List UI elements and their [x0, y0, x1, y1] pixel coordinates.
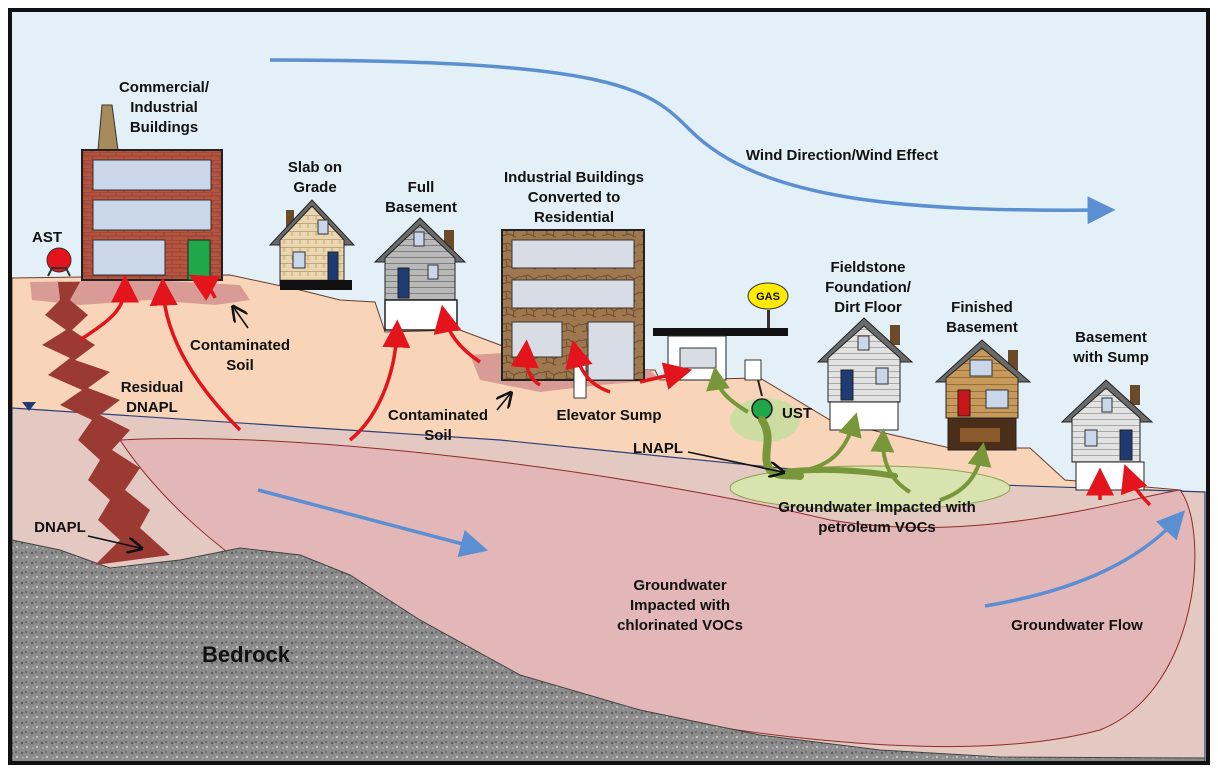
label-industrial-1: Industrial Buildings: [504, 169, 644, 186]
label-contaminated-soil-1a: Contaminated: [190, 337, 290, 354]
label-basement-sump-1: Basement: [1075, 329, 1147, 346]
bedrock: [11, 539, 1206, 764]
label-gw-petroleum-1: Groundwater Impacted with: [778, 499, 976, 516]
fieldstone-house: [816, 317, 914, 431]
label-fieldstone-3: Dirt Floor: [834, 299, 902, 316]
dnapl-column: [42, 282, 170, 565]
label-gw-chlorinated-1: Groundwater: [633, 577, 727, 594]
commercial-building: [81, 104, 223, 281]
label-elevator-sump: Elevator Sump: [556, 407, 661, 424]
label-contaminated-soil-2b: Soil: [424, 427, 452, 444]
label-slab-2: Grade: [293, 179, 336, 196]
water-table-marker: [22, 402, 36, 411]
label-residual-dnapl-1: Residual: [121, 379, 184, 396]
label-slab-1: Slab on: [288, 159, 342, 176]
label-fieldstone-2: Foundation/: [825, 279, 912, 296]
label-gw-petroleum-2: petroleum VOCs: [818, 519, 936, 536]
label-gw-chlorinated-2: Impacted with: [630, 597, 730, 614]
lnapl-smear: [782, 466, 898, 479]
slab-on-grade-house: [268, 199, 356, 290]
label-commercial-1: Commercial/: [119, 79, 210, 96]
label-finished-basement-2: Basement: [946, 319, 1018, 336]
label-gw-chlorinated-3: chlorinated VOCs: [617, 617, 743, 634]
label-basement-sump-2: with Sump: [1072, 349, 1149, 366]
label-finished-basement-1: Finished: [951, 299, 1013, 316]
wind-arrow: [269, 58, 1116, 225]
label-contaminated-soil-2a: Contaminated: [388, 407, 488, 424]
groundwater-arrow-2: [984, 510, 1186, 608]
label-gw-flow: Groundwater Flow: [1011, 617, 1143, 634]
label-bedrock: Bedrock: [202, 642, 291, 667]
label-full-basement-1: Full: [408, 179, 435, 196]
industrial-converted-building: [501, 229, 645, 399]
label-residual-dnapl-2: DNAPL: [126, 399, 178, 416]
diagram-border: [8, 8, 1210, 765]
groundwater-arrow-1: [257, 488, 489, 558]
label-pointers: [87, 308, 782, 548]
label-full-basement-2: Basement: [385, 199, 457, 216]
label-lnapl: LNAPL: [633, 440, 683, 457]
label-ast: AST: [32, 229, 62, 246]
label-fieldstone-1: Fieldstone: [830, 259, 905, 276]
label-contaminated-soil-1b: Soil: [226, 357, 254, 374]
label-industrial-2: Converted to: [528, 189, 621, 206]
finished-basement-house: [934, 339, 1032, 451]
label-ust: UST: [782, 405, 812, 422]
vapor-migration-arrows: [79, 274, 1152, 507]
gas-sign-label: GAS: [756, 291, 780, 303]
label-wind: Wind Direction/Wind Effect: [746, 147, 938, 164]
label-dnapl: DNAPL: [34, 519, 86, 536]
ast-tank: [46, 247, 72, 277]
label-industrial-3: Residential: [534, 209, 614, 226]
label-commercial-2: Industrial: [130, 99, 198, 116]
label-commercial-3: Buildings: [130, 119, 198, 136]
